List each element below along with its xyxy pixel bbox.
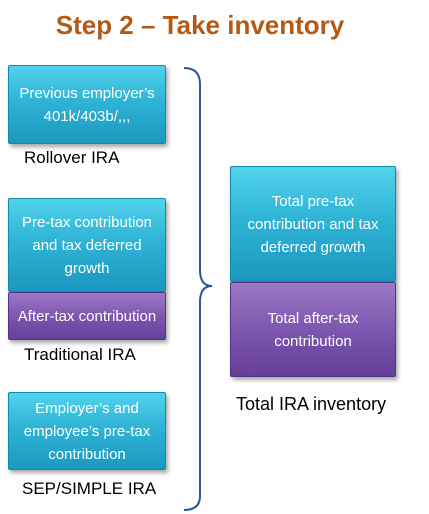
traditional-ira-caption: Traditional IRA — [24, 345, 136, 364]
employer-employee-pretax-box: Employer’s and employee’s pre-tax contri… — [8, 392, 166, 470]
total-aftertax-box: Total after-tax contribution — [230, 282, 396, 377]
aftertax-contribution-text: After-tax contribution — [17, 307, 157, 325]
aftertax-contribution-box: After-tax contribution — [8, 292, 166, 340]
total-pretax-box: Total pre-tax contribution and tax defer… — [230, 166, 396, 282]
sep-simple-ira-caption: SEP/SIMPLE IRA — [22, 479, 157, 498]
previous-employer-plan-text: Previous employer’s 401k/403b/,,, — [19, 84, 155, 125]
pretax-growth-text: Pre-tax contribution and tax deferred gr… — [21, 213, 153, 277]
total-pretax-text: Total pre-tax contribution and tax defer… — [247, 192, 379, 256]
total-aftertax-text: Total after-tax contribution — [267, 309, 359, 350]
brace-path — [183, 67, 213, 511]
employer-employee-pretax-text: Employer’s and employee’s pre-tax contri… — [23, 399, 151, 463]
rollover-ira-caption: Rollover IRA — [24, 148, 120, 167]
previous-employer-plan-box: Previous employer’s 401k/403b/,,, — [8, 65, 166, 144]
total-ira-inventory-caption: Total IRA inventory — [236, 394, 387, 414]
pretax-growth-box: Pre-tax contribution and tax deferred gr… — [8, 198, 166, 292]
page-title: Step 2 – Take inventory — [55, 10, 345, 40]
